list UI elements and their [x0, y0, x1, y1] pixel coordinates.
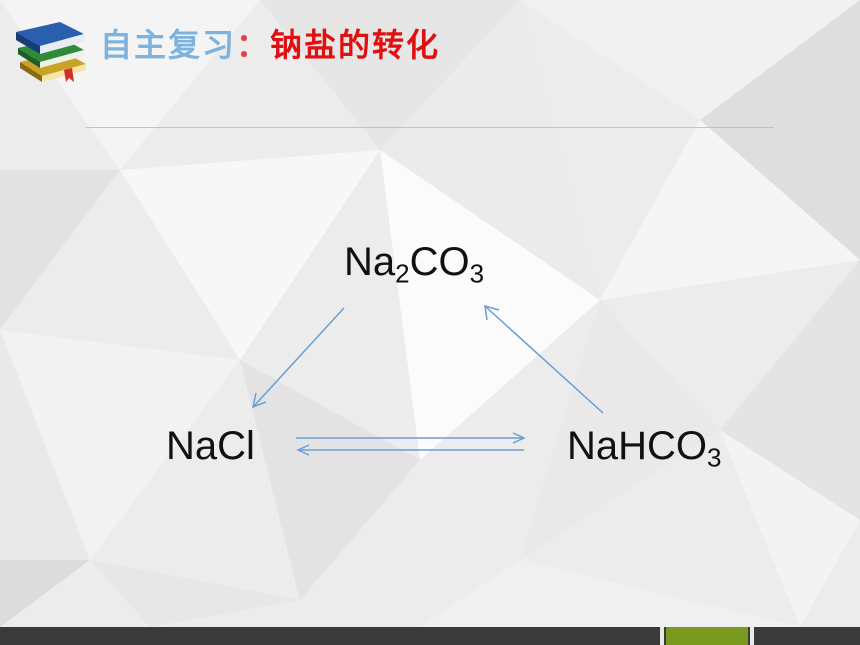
footer-bar [0, 627, 860, 645]
footer-accent-block [666, 627, 748, 645]
arrow-head-nahco3-to-na2co3 [484, 304, 500, 321]
na2co3-sub1: 2 [395, 258, 410, 289]
footer-separator [660, 627, 664, 645]
title-prefix: 自主复习 [100, 26, 237, 64]
na2co3-base: Na [344, 240, 396, 284]
nahco3-base: NaHCO [567, 424, 708, 468]
na2co3-mid: CO [409, 240, 470, 284]
title-divider [86, 127, 774, 128]
formula-nacl: NaCl [166, 424, 255, 468]
arrow-na2co3-to-nacl [253, 307, 345, 407]
title-colon: ： [236, 26, 271, 64]
nahco3-sub: 3 [707, 442, 722, 473]
arrow-head-nahco3-to-nacl [296, 444, 310, 456]
arrow-head-na2co3-to-nacl [251, 392, 267, 409]
title-topic: 钠盐的转化 [270, 26, 441, 64]
title-row: 自主复习：钠盐的转化 [14, 12, 440, 84]
arrow-nahco3-to-na2co3 [485, 306, 604, 414]
arrow-head-nacl-to-nahco3 [512, 432, 526, 444]
formula-nahco3: NaHCO3 [567, 424, 722, 473]
formula-na2co3: Na2CO3 [344, 240, 485, 289]
footer-separator [750, 627, 754, 645]
slide-title: 自主复习：钠盐的转化 [100, 20, 440, 66]
na2co3-sub2: 3 [469, 258, 485, 289]
books-icon [16, 22, 86, 82]
